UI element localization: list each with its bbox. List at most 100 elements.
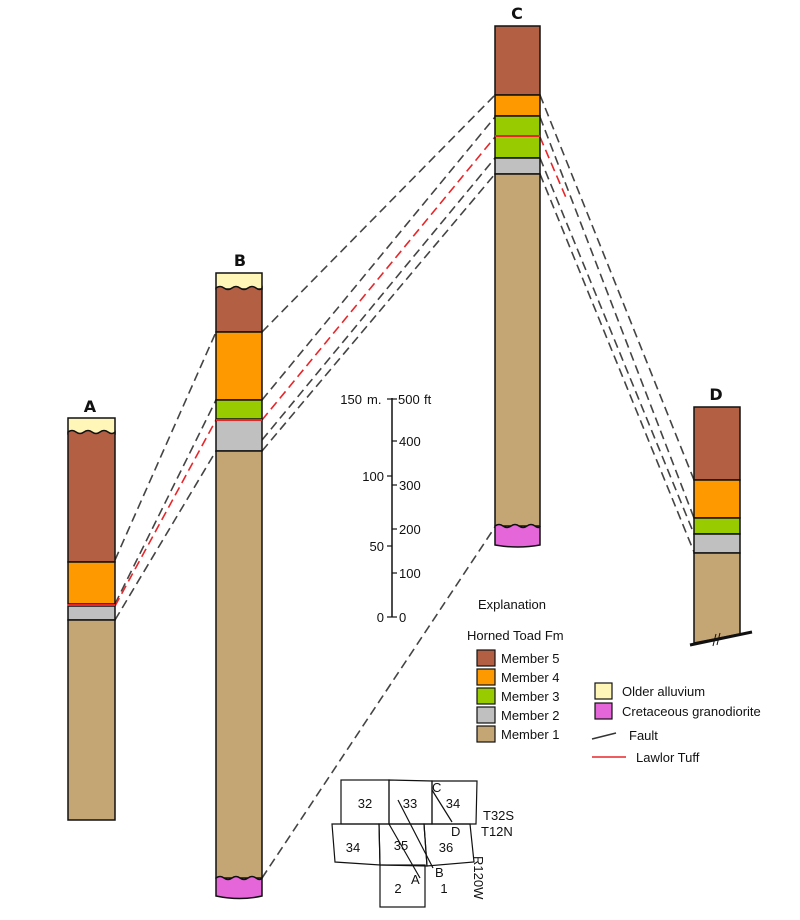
range-label: R120W bbox=[471, 856, 486, 900]
section-trace-A bbox=[388, 823, 421, 879]
correlation-line bbox=[261, 526, 496, 879]
legend: Explanation Horned Toad Fm Member 5 Membe… bbox=[467, 597, 761, 765]
map-point-A: A bbox=[411, 872, 420, 887]
legend-swatch bbox=[594, 682, 613, 700]
scale-meter-tick: 150 bbox=[340, 392, 362, 407]
correlation-line bbox=[114, 399, 217, 605]
map-section-number: 32 bbox=[358, 796, 372, 811]
scale-feet-tick: 400 bbox=[399, 434, 421, 449]
legend-swatch bbox=[476, 668, 496, 686]
correlation-line bbox=[114, 331, 217, 561]
fault-legend-symbol bbox=[591, 732, 617, 740]
column-B: B bbox=[215, 251, 263, 900]
scale-feet-tick: 300 bbox=[399, 478, 421, 493]
legend-member-label: Member 4 bbox=[501, 670, 560, 685]
map-section-number: 34 bbox=[346, 840, 360, 855]
member-4-unit bbox=[67, 561, 116, 605]
legend-member-label: Member 3 bbox=[501, 689, 560, 704]
legend-line-label: Fault bbox=[629, 728, 658, 743]
correlation-line bbox=[261, 116, 496, 401]
map-section bbox=[423, 823, 475, 867]
correlation-line bbox=[539, 157, 695, 535]
map-point-C: C bbox=[432, 780, 441, 795]
legend-swatch bbox=[476, 725, 496, 743]
member-1-unit bbox=[494, 173, 541, 527]
legend-swatch bbox=[476, 649, 496, 667]
correlation-line bbox=[539, 94, 695, 481]
column-label-D: D bbox=[709, 385, 722, 404]
member-4-unit bbox=[693, 479, 741, 519]
member-5-unit bbox=[693, 406, 741, 481]
location-map bbox=[331, 779, 478, 908]
legend-swatch bbox=[476, 706, 496, 724]
correlation-line bbox=[539, 116, 695, 519]
member-2-unit bbox=[494, 157, 541, 175]
township-south-label: T32S bbox=[483, 808, 514, 823]
section-trace-B bbox=[397, 799, 434, 869]
column-label-A: A bbox=[84, 397, 97, 416]
map-point-D: D bbox=[451, 824, 460, 839]
member-5-unit bbox=[67, 429, 116, 563]
map-section-number: 36 bbox=[439, 840, 453, 855]
member-5-unit bbox=[215, 285, 263, 333]
column-A: A bbox=[67, 397, 116, 821]
legend-swatch bbox=[594, 702, 613, 720]
section-trace-CD bbox=[431, 789, 453, 823]
map-point-B: B bbox=[435, 865, 444, 880]
map-section bbox=[431, 780, 478, 825]
fault-tick bbox=[712, 633, 717, 647]
granodiorite-unit bbox=[494, 523, 541, 548]
member-1-unit bbox=[693, 552, 741, 644]
map-section-number: 33 bbox=[403, 796, 417, 811]
township-north-label: T12N bbox=[481, 824, 513, 839]
column-C: C bbox=[494, 4, 541, 548]
correlation-line bbox=[261, 173, 496, 452]
correlation-lines bbox=[114, 94, 695, 879]
map-section bbox=[379, 864, 426, 908]
legend-title: Explanation bbox=[478, 597, 546, 612]
granodiorite-unit bbox=[215, 875, 263, 900]
fault-tick bbox=[716, 632, 721, 646]
location-map-labels: 32 33 34 34 35 36 2 1 T32S T12N R120W C … bbox=[346, 780, 515, 900]
map-section-number: 34 bbox=[446, 796, 460, 811]
member-2-unit bbox=[693, 533, 741, 554]
legend-formation: Horned Toad Fm bbox=[467, 628, 564, 643]
scale-meter-tick: 100 bbox=[362, 469, 384, 484]
member-1-unit bbox=[215, 450, 263, 879]
map-section-number: 2 bbox=[394, 881, 401, 896]
member-5-unit bbox=[494, 25, 541, 96]
lawlor-tuff-line bbox=[539, 136, 568, 201]
column-D: D bbox=[689, 385, 753, 647]
map-section-number: 1 bbox=[440, 881, 447, 896]
member-4-unit bbox=[215, 331, 263, 401]
column-label-B: B bbox=[234, 251, 246, 270]
legend-member-label: Member 5 bbox=[501, 651, 560, 666]
scale-feet-tick: 100 bbox=[399, 566, 421, 581]
legend-member-label: Member 2 bbox=[501, 708, 560, 723]
correlation-line bbox=[261, 157, 496, 441]
scale-feet-tick: 500 bbox=[398, 392, 420, 407]
lawlor-tuff-line bbox=[261, 136, 496, 421]
legend-unit-label: Cretaceous granodiorite bbox=[622, 704, 761, 719]
scale-feet-tick: 0 bbox=[399, 610, 406, 625]
member-3-unit bbox=[215, 399, 263, 420]
map-section-number: 35 bbox=[394, 838, 408, 853]
correlation-line bbox=[114, 450, 217, 621]
lawlor-tuff-line bbox=[114, 419, 217, 607]
column-label-C: C bbox=[511, 4, 523, 23]
legend-swatch bbox=[476, 687, 496, 705]
member-1-unit bbox=[67, 619, 116, 821]
member-3-unit bbox=[693, 517, 741, 535]
scale-meter-unit: m. bbox=[367, 392, 381, 407]
member-2-unit bbox=[215, 419, 263, 452]
legend-unit-label: Older alluvium bbox=[622, 684, 705, 699]
scale-meter-tick: 0 bbox=[377, 610, 384, 625]
scale-feet-unit: ft bbox=[424, 392, 432, 407]
scale-feet-tick: 200 bbox=[399, 522, 421, 537]
fault-base-line bbox=[689, 630, 753, 647]
member-2-unit bbox=[67, 605, 116, 621]
correlation-line bbox=[261, 94, 496, 333]
scale-bar: 150 m. 100 50 0 500 ft 400 300 200 100 0 bbox=[340, 392, 431, 625]
legend-member-label: Member 1 bbox=[501, 727, 560, 742]
